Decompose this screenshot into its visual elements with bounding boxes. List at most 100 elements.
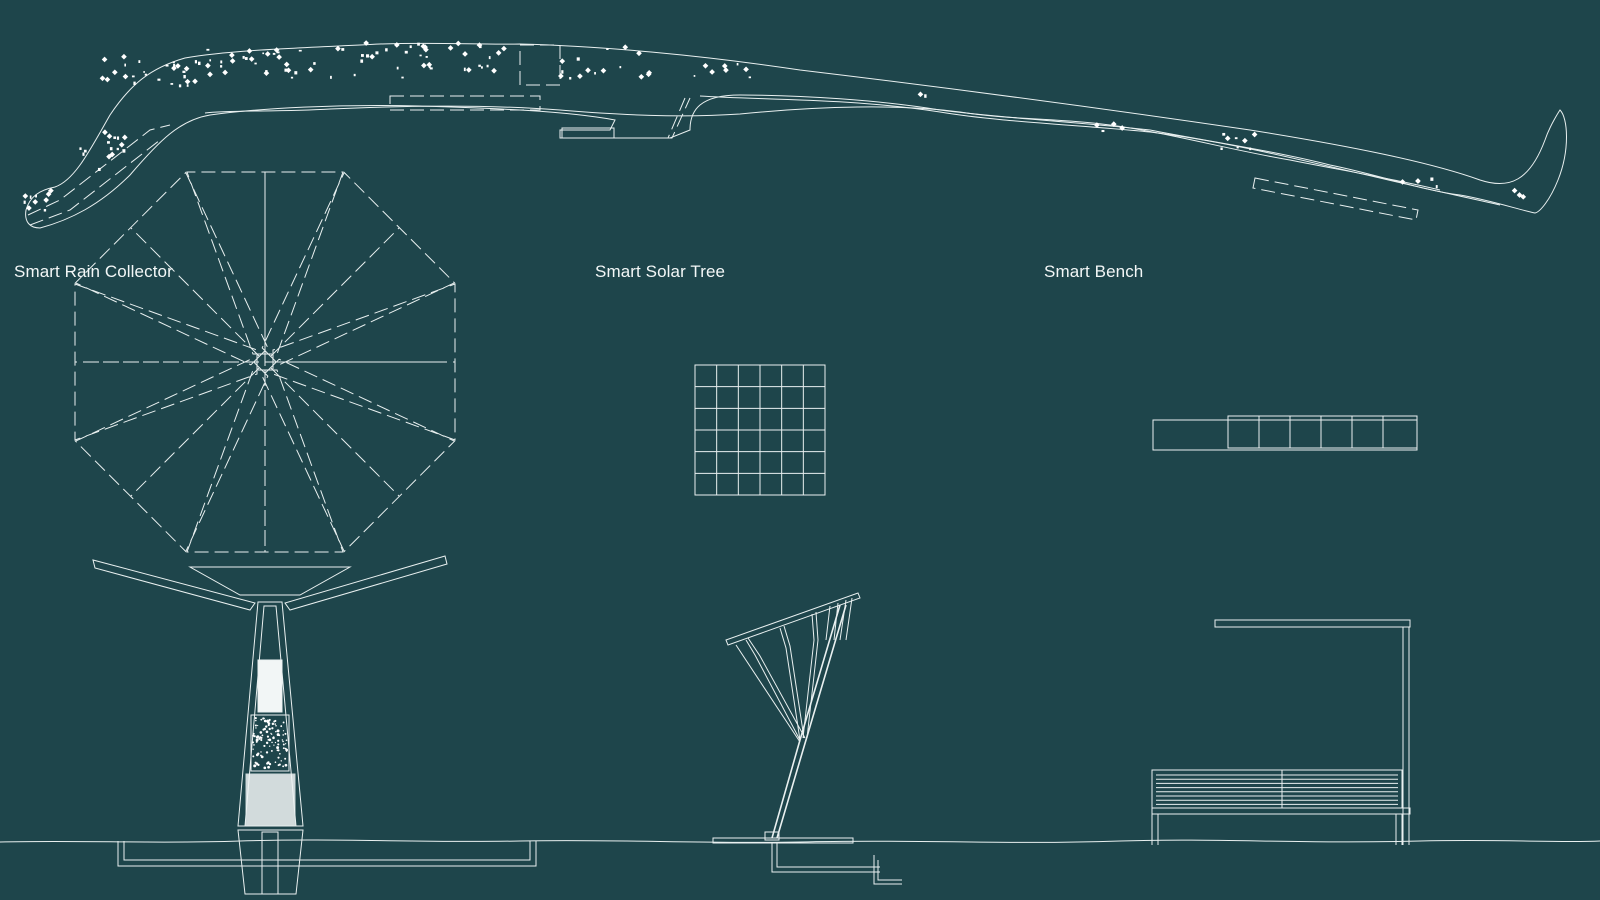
gravel-grain	[284, 763, 288, 767]
tree-dot	[463, 67, 466, 72]
gravel-grain	[284, 757, 287, 760]
tree-dot	[638, 73, 645, 80]
gravel-grain	[260, 751, 262, 753]
tree-dot	[462, 51, 468, 57]
pier-north	[519, 44, 561, 86]
tree-dot	[577, 73, 583, 80]
tree-dot	[1224, 135, 1231, 142]
tree-dot	[109, 151, 116, 158]
gravel-grain	[260, 718, 263, 721]
tree-dot	[133, 81, 136, 85]
tree-dot	[229, 52, 235, 58]
gravel-grain	[279, 752, 281, 755]
bench-frame	[1151, 770, 1411, 845]
tree-dot	[313, 62, 316, 65]
walkway-west	[27, 124, 171, 226]
bench-plan-outline	[1152, 419, 1418, 451]
gravel-grain	[253, 744, 255, 746]
tree-dot	[116, 136, 120, 140]
gravel-grain	[282, 721, 285, 724]
tree-dot	[576, 57, 580, 61]
canopy-arm-right	[284, 555, 448, 611]
tree-dot	[335, 45, 341, 52]
tree-dot	[102, 129, 108, 136]
gravel-grain	[271, 741, 273, 744]
gravel-grain	[277, 764, 280, 767]
tree-dot	[113, 136, 117, 139]
gravel-grain	[282, 765, 285, 768]
tree-dot	[479, 45, 482, 49]
tree-dot	[109, 147, 113, 151]
gravel-grain	[260, 754, 262, 757]
water-tank-top	[257, 659, 283, 713]
tree-dot	[97, 167, 101, 172]
gravel-grain	[257, 724, 259, 727]
tree-dot	[209, 59, 212, 62]
solar-tree-section	[712, 592, 902, 885]
tree-dot	[206, 48, 210, 51]
tree-dot	[1251, 131, 1258, 138]
tree-dot	[917, 91, 924, 98]
bench-slats	[1156, 774, 1398, 805]
gravel-grain	[274, 761, 277, 764]
tree-dot	[585, 67, 591, 74]
solar-tree-plan	[694, 364, 826, 496]
tree-dot	[22, 193, 29, 199]
gravel-grain	[265, 730, 269, 734]
petal-rib-6	[130, 367, 260, 497]
tree-dot	[404, 50, 408, 54]
gravel-grain	[273, 744, 275, 746]
tree-dot	[170, 83, 174, 85]
gravel-grain	[251, 741, 255, 744]
gravel-grain	[261, 734, 264, 737]
tree-dot	[294, 71, 298, 75]
bench-canopy-post	[1402, 627, 1410, 845]
boardwalk-east	[1252, 177, 1419, 221]
gravel-grain	[262, 728, 265, 731]
tree-dot	[106, 133, 113, 140]
gravel-grain	[268, 727, 271, 731]
tree-dot	[173, 63, 176, 67]
gravel-grain	[267, 722, 271, 725]
gravel-grain	[275, 730, 277, 733]
gravel-grain	[284, 743, 287, 745]
gravel-grain	[274, 723, 276, 725]
gravel-grain	[255, 719, 257, 722]
tree-dot	[594, 72, 596, 75]
gravel-grain	[268, 745, 271, 747]
tree-dot	[353, 73, 356, 77]
gravel-grain	[265, 751, 269, 754]
gravel-grain	[267, 739, 270, 741]
tree-dot	[488, 56, 491, 60]
tree-dot	[183, 74, 186, 79]
tree-dot	[559, 58, 566, 64]
gravel-grain	[255, 753, 259, 757]
gravel-grain	[276, 733, 280, 737]
tree-dot	[171, 65, 177, 71]
gravel-grain	[254, 717, 257, 720]
site-plan-inner-path	[699, 95, 1501, 206]
tree-dot	[360, 59, 364, 63]
tree-dot	[79, 147, 82, 150]
tree-dot	[229, 58, 236, 64]
tree-dot	[99, 75, 106, 82]
tree-dot	[264, 51, 271, 57]
gravel-grain	[260, 738, 263, 742]
site-plan-outline	[25, 42, 1567, 229]
tree-dot	[1435, 185, 1438, 189]
tree-dot	[121, 134, 128, 141]
gravel-grain	[280, 725, 283, 728]
tree-dot	[341, 48, 345, 51]
tree-dot	[207, 71, 213, 78]
gravel-grain	[282, 747, 285, 750]
gravel-grain	[265, 741, 269, 745]
tree-dot	[1249, 147, 1252, 151]
tree-dot	[1110, 121, 1117, 127]
gravel-grain	[285, 750, 288, 752]
tree-dot	[263, 70, 270, 76]
tree-dot	[284, 68, 288, 72]
gravel-grain	[254, 724, 257, 727]
tree-dot	[183, 65, 190, 72]
tree-dot	[501, 45, 507, 52]
